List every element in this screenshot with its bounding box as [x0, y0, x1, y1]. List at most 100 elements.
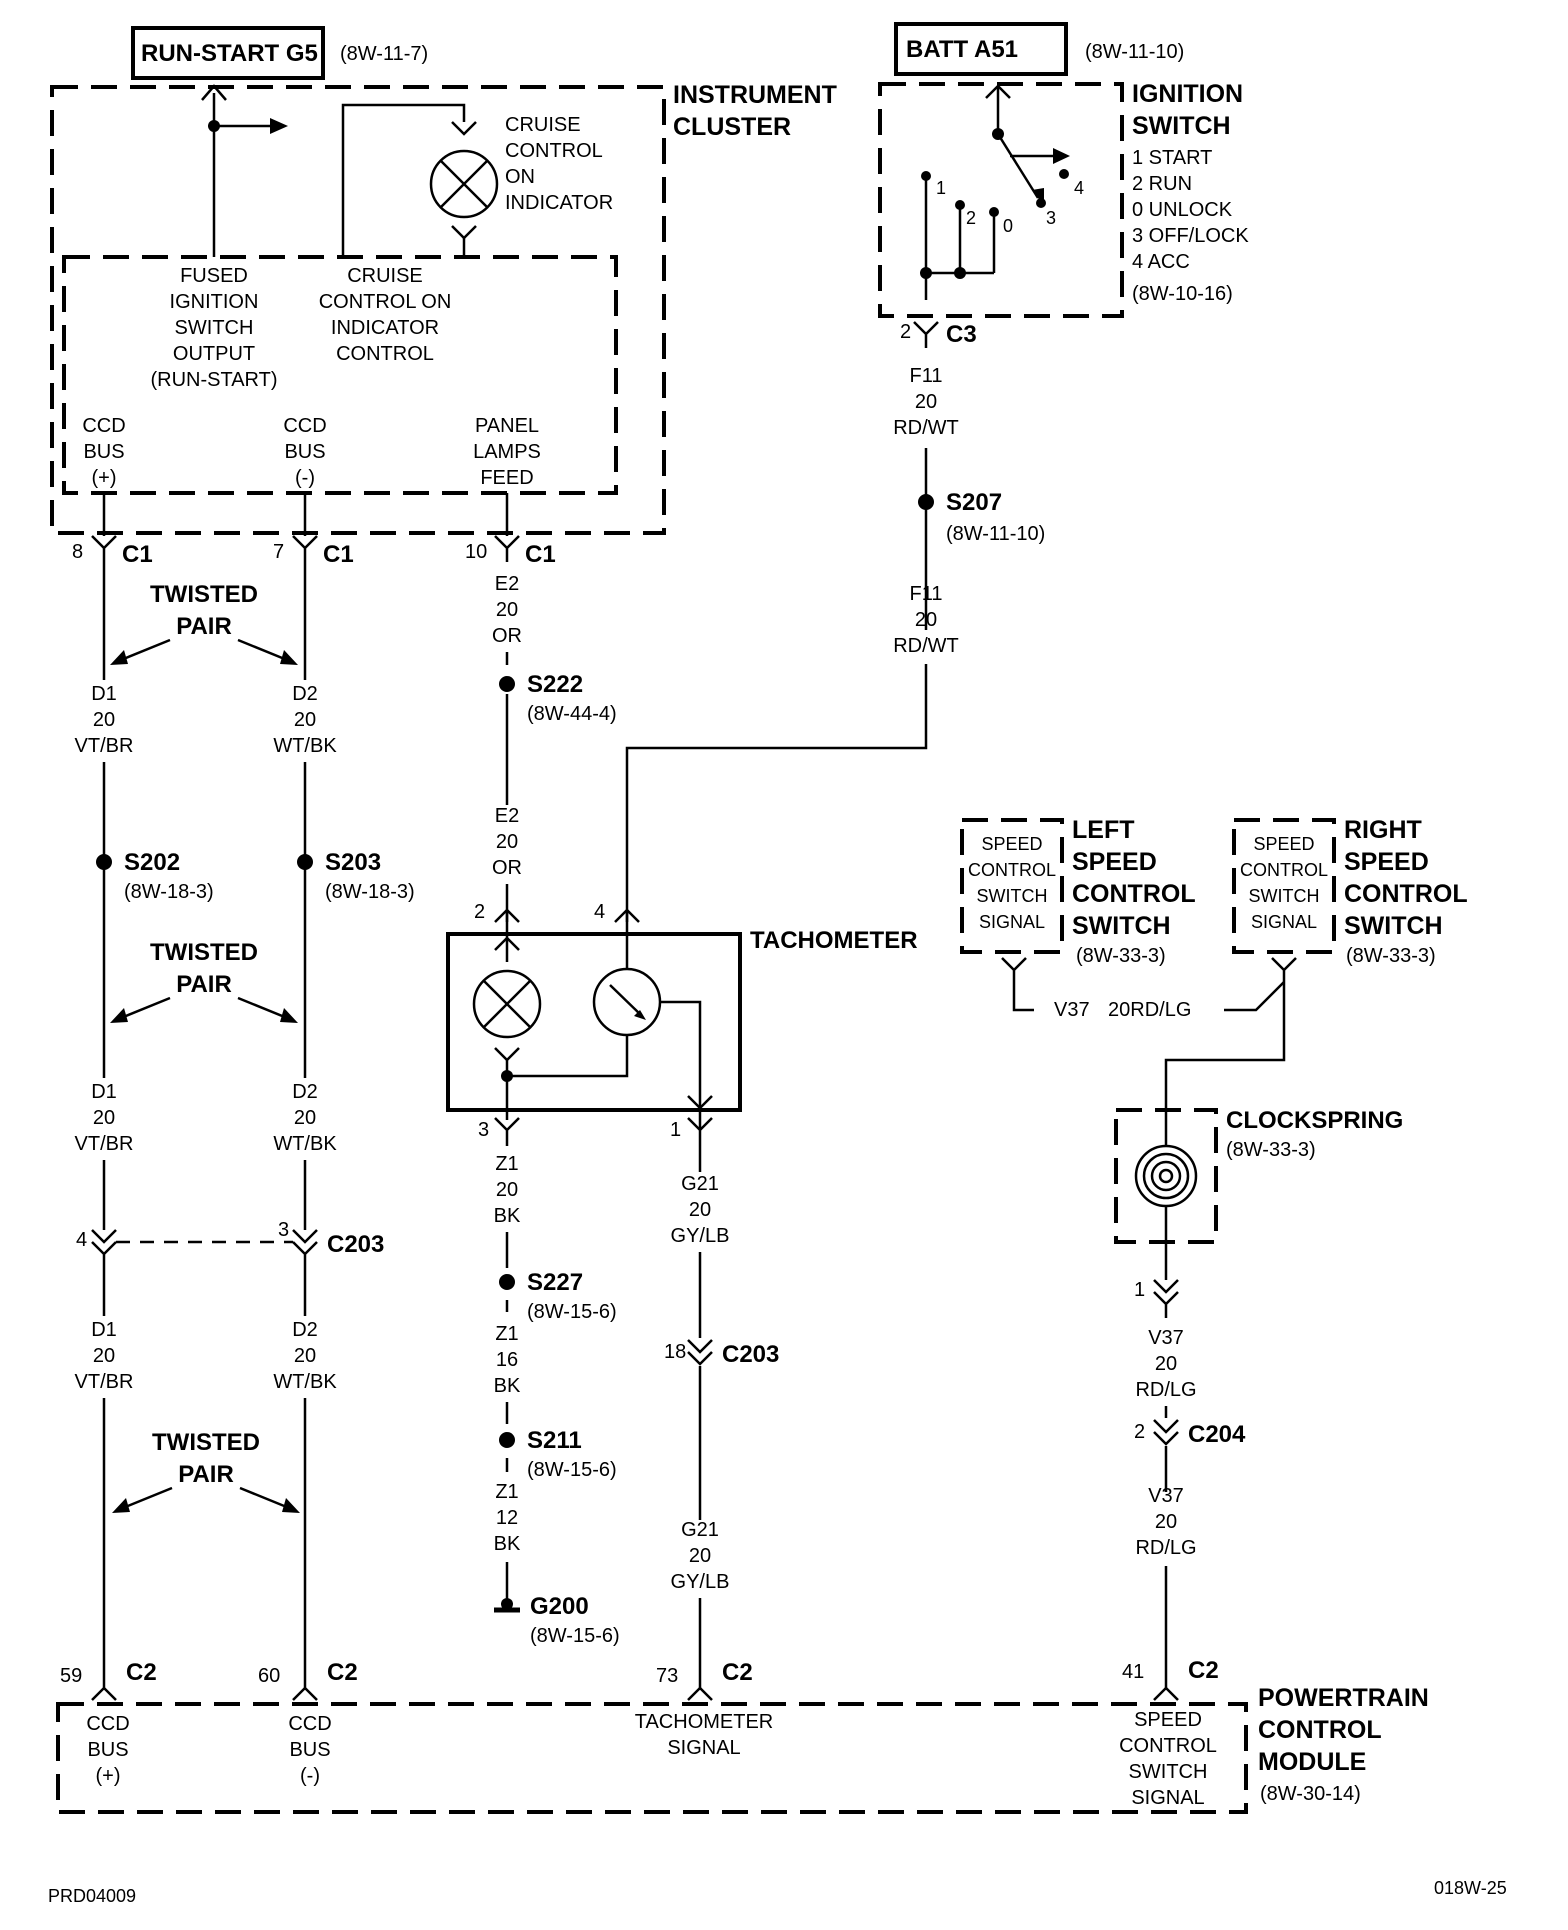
cruise-lamp-icon	[429, 149, 499, 219]
s203-name: S203	[325, 849, 381, 876]
c1-8-connector	[91, 535, 117, 558]
c203-3-name: C203	[327, 1231, 384, 1258]
cruise-control-label: CRUISE CONTROL ON INDICATOR CONTROL	[319, 265, 452, 365]
tach-ground-internal	[505, 1035, 629, 1120]
clockspring-pin-1-connector	[1153, 1279, 1179, 1318]
f11-wire-label-a: F11 20 RD/WT	[893, 365, 959, 439]
svg-text:ON: ON	[505, 166, 535, 188]
svg-text:BK: BK	[494, 1375, 521, 1397]
svg-text:IGNITION: IGNITION	[170, 291, 259, 313]
d2-label-bg-a	[270, 680, 342, 762]
svg-text:TACHOMETER: TACHOMETER	[635, 1711, 774, 1733]
svg-text:F11: F11	[910, 583, 943, 605]
svg-text:BUS: BUS	[87, 1739, 128, 1761]
svg-text:OUTPUT: OUTPUT	[173, 343, 255, 365]
c2-59-pin: 59	[60, 1665, 82, 1687]
svg-text:3 OFF/LOCK: 3 OFF/LOCK	[1132, 225, 1249, 247]
s203-ref: (8W-18-3)	[325, 881, 415, 903]
svg-text:20: 20	[915, 391, 937, 413]
g21-label-b: G21 20 GY/LB	[671, 1519, 730, 1593]
g200-ref: (8W-15-6)	[530, 1625, 620, 1647]
run-start-box	[131, 26, 325, 80]
ignition-contact-labels: 1 2 0 3 4	[936, 178, 1084, 236]
c203-18-pin: 18	[664, 1341, 686, 1363]
svg-text:SIGNAL: SIGNAL	[1251, 912, 1317, 932]
svg-text:BUS: BUS	[284, 441, 325, 463]
tachometer-label: TACHOMETER	[750, 927, 918, 954]
svg-text:SIGNAL: SIGNAL	[667, 1737, 740, 1759]
svg-text:20: 20	[93, 709, 115, 731]
ignition-acc-arrow	[1053, 148, 1070, 164]
cruise-indicator-wire	[341, 103, 466, 257]
svg-text:WT/BK: WT/BK	[273, 1371, 337, 1393]
svg-text:(+): (+)	[92, 467, 117, 489]
tach-lamp-cross	[483, 980, 531, 1028]
svg-text:20: 20	[294, 1107, 316, 1129]
svg-text:SPEED: SPEED	[981, 834, 1042, 854]
svg-text:(8W-30-14): (8W-30-14)	[1260, 1783, 1361, 1805]
svg-text:POWERTRAIN: POWERTRAIN	[1258, 1684, 1429, 1712]
svg-text:(+): (+)	[96, 1765, 121, 1787]
svg-text:1 START: 1 START	[1132, 147, 1212, 169]
svg-text:0: 0	[1003, 216, 1013, 236]
pcm-ccd-neg: CCD BUS (-)	[288, 1713, 331, 1787]
svg-text:D2: D2	[292, 1081, 318, 1103]
svg-text:20: 20	[496, 1179, 518, 1201]
cluster-ccd-neg-label: CCD BUS (-)	[283, 415, 326, 489]
svg-text:0 UNLOCK: 0 UNLOCK	[1132, 199, 1233, 221]
c203-18-connector	[687, 1339, 713, 1366]
svg-text:4: 4	[1074, 178, 1084, 198]
svg-text:CONTROL: CONTROL	[336, 343, 434, 365]
g200-name: G200	[530, 1593, 589, 1620]
svg-text:SWITCH: SWITCH	[1249, 886, 1320, 906]
twisted-pair-2: TWISTED PAIR	[110, 939, 298, 1023]
svg-text:CONTROL: CONTROL	[968, 860, 1056, 880]
svg-text:(RUN-START): (RUN-START)	[150, 369, 277, 391]
right-switch-box-text: SPEED CONTROL SWITCH SIGNAL	[1240, 834, 1328, 932]
s202-name: S202	[124, 849, 180, 876]
svg-text:D2: D2	[292, 1319, 318, 1341]
svg-text:FUSED: FUSED	[180, 265, 248, 287]
tach-pin-1-connector	[687, 1110, 713, 1146]
svg-text:SIGNAL: SIGNAL	[979, 912, 1045, 932]
s227-splice	[499, 1274, 515, 1290]
svg-text:SWITCH: SWITCH	[1344, 912, 1443, 940]
svg-text:D1: D1	[91, 683, 117, 705]
tach-pin-3-connector	[494, 1117, 520, 1146]
svg-text:2: 2	[966, 208, 976, 228]
svg-text:Z1: Z1	[495, 1481, 518, 1503]
svg-text:RD/LG: RD/LG	[1135, 1379, 1196, 1401]
svg-text:VT/BR: VT/BR	[75, 735, 134, 757]
c2-60-pin: 60	[258, 1665, 280, 1687]
ignition-switch-title-1: IGNITION	[1132, 80, 1243, 108]
svg-text:SPEED: SPEED	[1344, 848, 1429, 876]
c1-10-name: C1	[525, 541, 556, 568]
c204-name: C204	[1188, 1421, 1246, 1448]
svg-text:WT/BK: WT/BK	[273, 735, 337, 757]
left-switch-lead	[1001, 957, 1034, 1012]
svg-text:D1: D1	[91, 1319, 117, 1341]
svg-text:SWITCH: SWITCH	[175, 317, 254, 339]
svg-text:D1: D1	[91, 1081, 117, 1103]
svg-text:4 ACC: 4 ACC	[1132, 251, 1190, 273]
svg-text:GY/LB: GY/LB	[671, 1225, 730, 1247]
run-start-arrow	[201, 84, 227, 101]
svg-text:RD/WT: RD/WT	[893, 417, 959, 439]
c2-41-pin: 41	[1122, 1661, 1144, 1683]
left-switch-title: LEFT SPEED CONTROL SWITCH (8W-33-3)	[1072, 816, 1196, 967]
svg-text:E2: E2	[495, 573, 519, 595]
svg-text:VT/BR: VT/BR	[75, 1371, 134, 1393]
svg-text:20: 20	[496, 599, 518, 621]
svg-text:Z1: Z1	[495, 1153, 518, 1175]
svg-text:GY/LB: GY/LB	[671, 1571, 730, 1593]
d1-label-bg-a	[70, 680, 138, 762]
ignition-contact-3	[1036, 198, 1046, 208]
cruise-lamp-connector-bottom	[451, 225, 477, 240]
c1-10-connector	[494, 535, 520, 562]
c1-8-name: C1	[122, 541, 153, 568]
svg-text:RIGHT: RIGHT	[1344, 816, 1422, 844]
svg-text:2 RUN: 2 RUN	[1132, 173, 1192, 195]
cruise-lamp-cross	[440, 160, 488, 208]
c203-3-pin: 3	[278, 1219, 289, 1241]
